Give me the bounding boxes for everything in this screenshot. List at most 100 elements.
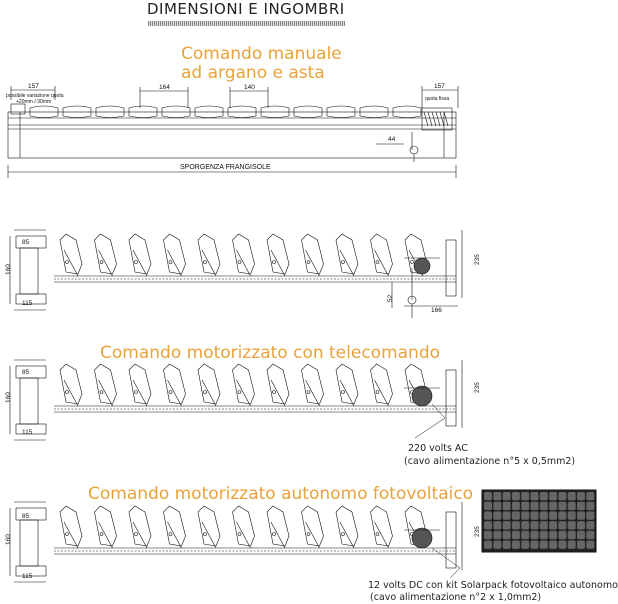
dim-164: 164 [159, 84, 170, 91]
louver [370, 363, 393, 405]
solar-cell [567, 492, 576, 501]
louver-link [236, 249, 251, 277]
louver-link [63, 379, 79, 407]
side-bracket-top [15, 235, 47, 249]
louver [232, 505, 255, 547]
solar-cell [530, 521, 539, 530]
louver-link [236, 379, 251, 407]
solar-cell [586, 501, 595, 511]
solar-cell [539, 492, 548, 501]
power-note-remote-line1: 220 volts AC [408, 443, 468, 454]
louver-pivot [168, 390, 173, 394]
winch-coil [427, 111, 433, 127]
solar-cell [586, 521, 595, 530]
louver-pivot [65, 390, 69, 394]
louver-link [339, 521, 355, 549]
side-bracket-body [19, 519, 39, 567]
solar-cell [549, 511, 558, 520]
solar-cell [567, 521, 576, 530]
solar-cell [549, 492, 558, 501]
louver-link [270, 521, 286, 549]
dim-52: 52 [387, 294, 394, 302]
solar-cell [586, 492, 595, 501]
louver-pivot [65, 260, 69, 264]
motor [411, 385, 433, 407]
solar-cell [521, 521, 530, 530]
louver [197, 505, 221, 547]
top-slat [95, 105, 125, 118]
louver [128, 233, 152, 275]
louver-link [339, 379, 355, 407]
solar-cell [558, 501, 567, 511]
solar-cell [558, 492, 567, 501]
louver-link [63, 249, 79, 277]
solar-cell [577, 511, 585, 520]
solar-cell [484, 540, 492, 549]
right-end-plate [445, 239, 457, 297]
solar-cell [549, 530, 558, 540]
louver-pivot [203, 260, 207, 264]
louver [335, 233, 359, 275]
dim-85-remote: 85 [22, 369, 30, 376]
note-variation-line1: possibile variazione quota [6, 93, 64, 99]
louver-link [374, 249, 389, 277]
winch-coil [435, 111, 441, 127]
solar-cell [530, 492, 539, 501]
louver-pivot [272, 532, 276, 536]
section-title-manual-line1: Comando manuale [181, 44, 342, 64]
solar-cell [558, 540, 567, 549]
louver-link [132, 521, 148, 549]
louver-link [305, 521, 320, 549]
louver-pivot [237, 260, 242, 264]
solar-cell [511, 530, 520, 540]
top-slat [29, 105, 59, 118]
louver-link [270, 379, 286, 407]
solar-cell [567, 501, 576, 511]
louver [163, 505, 186, 547]
solar-cell [484, 492, 492, 501]
solar-cell [567, 540, 576, 549]
note-fixed-dimension: quota fissa [425, 96, 449, 102]
power-note-remote-line2: (cavo alimentazione n°5 x 0,5mm2) [404, 456, 576, 467]
louver-pivot [375, 532, 380, 536]
solar-cell [521, 501, 530, 511]
winch-coil [443, 111, 449, 127]
side-bracket-bottom [15, 565, 47, 577]
dim-160-remote: 160 [5, 392, 12, 403]
winch-coil [439, 111, 445, 127]
louver-link [167, 379, 182, 407]
solar-cell [586, 540, 595, 549]
solar-cell [521, 492, 530, 501]
louver [197, 233, 221, 275]
top-slat [359, 105, 389, 118]
louver-link [63, 521, 79, 549]
top-slat [293, 105, 323, 118]
louver-pivot [272, 390, 276, 394]
right-end-plate [445, 369, 457, 427]
section-title-motorized-solar: Comando motorizzato autonomo fotovoltaic… [88, 484, 474, 504]
dim-85-solar: 85 [22, 513, 30, 520]
note-variation-line2: +20mm /-30mm [16, 99, 51, 105]
louver [94, 363, 117, 405]
solar-cell [577, 501, 585, 511]
louver-pivot [203, 532, 207, 536]
louver-link [374, 521, 389, 549]
top-slat [161, 105, 191, 118]
crank-handle [409, 132, 419, 162]
solar-cell [549, 521, 558, 530]
solar-cell [521, 511, 530, 520]
louver [94, 505, 117, 547]
section-title-motorized-remote: Comando motorizzato con telecomando [100, 343, 441, 363]
top-slat [128, 105, 158, 118]
dim-157-left: 157 [28, 83, 39, 90]
side-bracket-bottom [15, 423, 47, 435]
right-end-box [421, 107, 453, 131]
louver-pivot [375, 260, 380, 264]
dim-235-solar: 235 [474, 526, 481, 537]
louver [370, 505, 393, 547]
dim-166: 166 [431, 307, 442, 314]
power-note-solar-line2: (cavo alimentazione n°2 x 1,0mm2) [370, 592, 542, 603]
solar-cell [502, 540, 511, 549]
louver-pivot [375, 390, 380, 394]
solar-cell [577, 521, 585, 530]
